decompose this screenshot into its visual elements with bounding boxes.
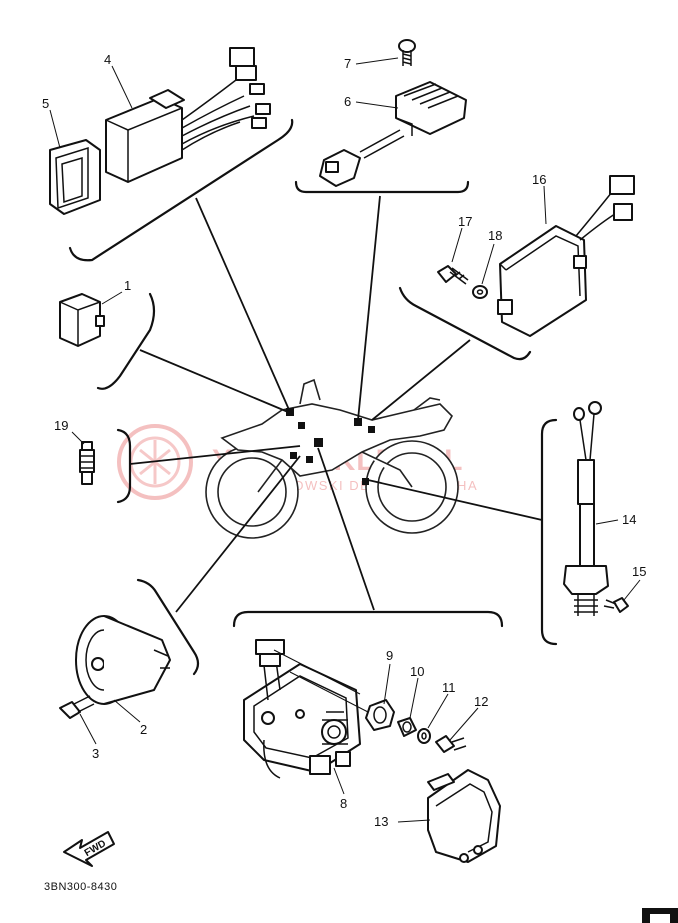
bracket-group-16-18 (398, 286, 532, 361)
part-3-bolt (59, 695, 95, 719)
corner-mark (642, 908, 678, 923)
part-16-control-unit (497, 175, 635, 337)
part-7-screw (398, 39, 416, 66)
callout-numbers: 1 2 3 4 5 6 7 8 9 10 11 12 13 14 15 16 1… (42, 52, 646, 829)
callout-6: 6 (344, 94, 351, 109)
part-11-washer (417, 728, 431, 744)
part-6-regulator (319, 81, 467, 187)
group-brackets (68, 118, 558, 676)
bracket-group-2-3 (136, 578, 200, 676)
callout-12: 12 (474, 694, 488, 709)
part-15-bolt (603, 597, 629, 613)
callout-10: 10 (410, 664, 424, 679)
callout-17: 17 (458, 214, 472, 229)
bracket-group-6-7 (294, 180, 470, 194)
callout-4: 4 (104, 52, 111, 67)
part-14-sensor (563, 401, 609, 616)
callout-14: 14 (622, 512, 636, 527)
callout-11: 11 (442, 680, 456, 695)
callout-13: 13 (374, 814, 388, 829)
part-9-grommet (365, 699, 395, 731)
callout-leaders (49, 57, 641, 823)
callout-9: 9 (386, 648, 393, 663)
part-4-unit (105, 47, 271, 183)
callout-1: 1 (124, 278, 131, 293)
callout-5: 5 (42, 96, 49, 111)
callout-19: 19 (54, 418, 68, 433)
part-8-assembly (243, 639, 361, 779)
part-18-washer (472, 285, 488, 299)
callout-16: 16 (532, 172, 546, 187)
callout-8: 8 (340, 796, 347, 811)
part-17-bolt (437, 265, 469, 285)
part-13-cover (427, 769, 501, 863)
callout-2: 2 (140, 722, 147, 737)
motorcycle-outline (205, 378, 459, 539)
fwd-label: FWD (83, 838, 108, 859)
leader-lines (129, 195, 543, 613)
bracket-group-4-5 (68, 118, 294, 262)
callout-15: 15 (632, 564, 646, 579)
part-10-collar (397, 717, 417, 737)
part-12-bolt (435, 735, 467, 753)
part-2-horn (75, 615, 171, 705)
part-19-plug (79, 441, 95, 485)
fwd-arrow-icon: FWD (63, 831, 115, 867)
part-5-cover (49, 139, 101, 215)
bracket-group-19 (116, 428, 132, 504)
bracket-group-1 (96, 292, 156, 390)
callout-3: 3 (92, 746, 99, 761)
bracket-group-14-15 (540, 418, 558, 646)
drawing-code: 3BN300-8430 (44, 881, 117, 893)
callout-18: 18 (488, 228, 502, 243)
part-1-relay (59, 293, 105, 347)
bracket-group-8-13 (232, 610, 504, 628)
callout-7: 7 (344, 56, 351, 71)
